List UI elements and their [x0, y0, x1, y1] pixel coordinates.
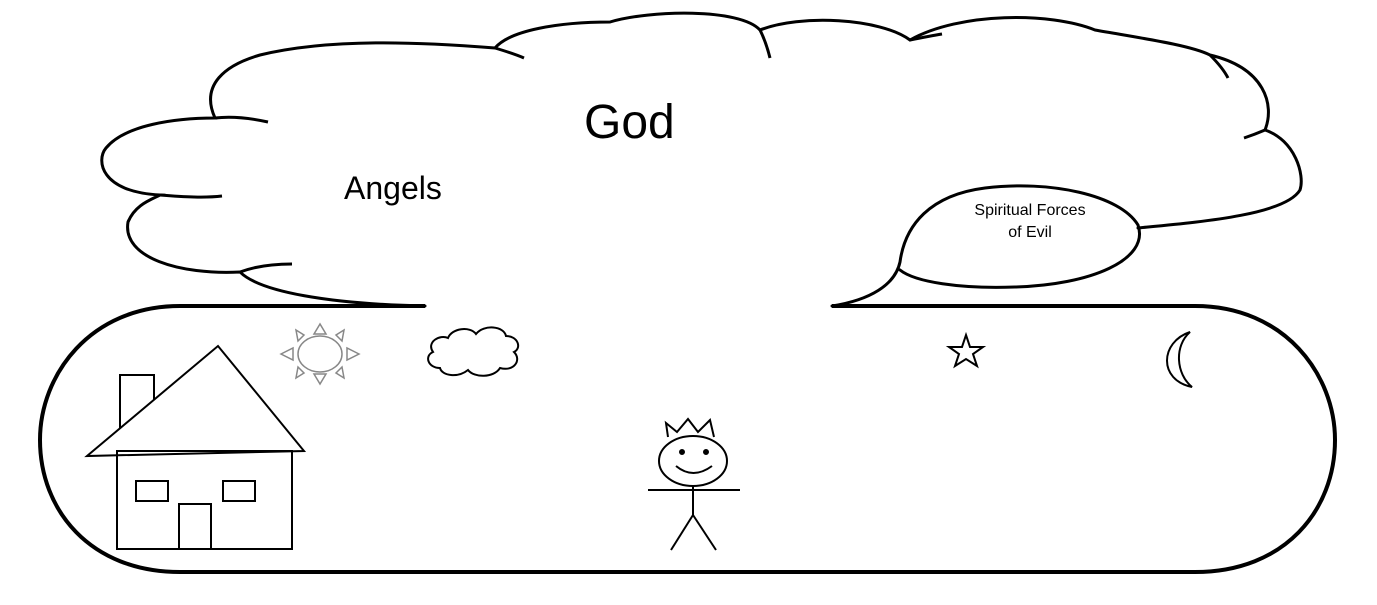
evil-forces-line-1: Spiritual Forces	[974, 202, 1086, 219]
small-cloud-icon	[427, 326, 520, 377]
evil-forces-label: Spiritual Forces of Evil	[930, 200, 1130, 244]
heaven-cloud	[100, 11, 1303, 308]
cloud-inner-lobe	[239, 262, 293, 274]
cloud-inner-lobe	[1208, 53, 1230, 79]
sun-icon	[279, 322, 361, 386]
cloud-inner-lobe	[758, 29, 772, 59]
stick-figure-king-icon	[648, 417, 740, 551]
crescent-moon-icon	[1166, 331, 1193, 388]
earth-capsule	[37, 304, 1338, 574]
god-label: God	[584, 96, 675, 149]
evil-cloud	[830, 184, 1141, 308]
star-icon	[945, 331, 987, 369]
evil-forces-line-2: of Evil	[1008, 224, 1052, 241]
cloud-inner-lobe	[909, 32, 943, 42]
cloud-inner-lobe	[214, 115, 269, 124]
cloud-inner-lobe	[494, 46, 525, 60]
angels-label: Angels	[344, 170, 442, 206]
cloud-inner-lobe	[1243, 128, 1266, 140]
cloud-inner-lobe	[159, 193, 223, 199]
house-icon	[84, 344, 307, 550]
